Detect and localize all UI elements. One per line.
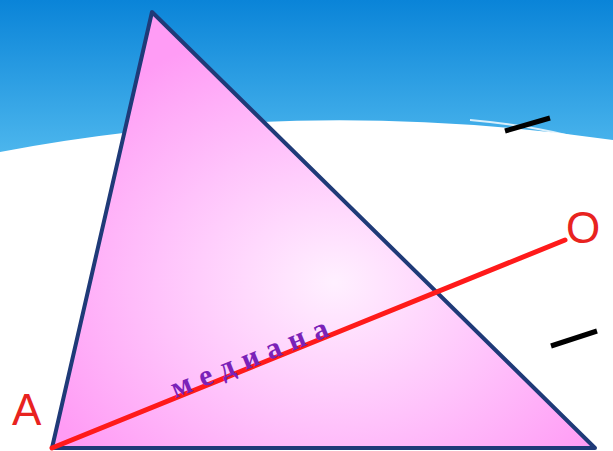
streak (470, 120, 613, 150)
vertex-label: А (12, 388, 41, 432)
median-line (52, 240, 565, 448)
triangle (52, 12, 595, 448)
dash-mark (505, 118, 550, 131)
point-label: О (566, 206, 600, 250)
dash-mark (551, 331, 597, 346)
